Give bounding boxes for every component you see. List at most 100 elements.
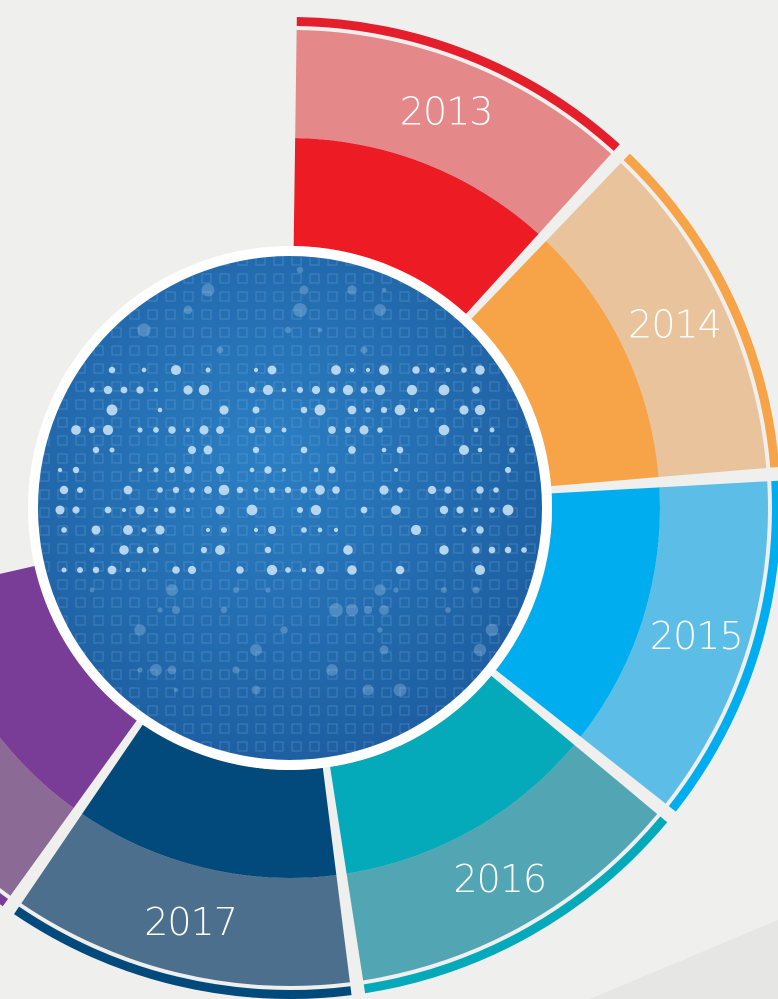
center-dot	[136, 546, 144, 554]
center-dot	[397, 487, 403, 493]
center-dot	[220, 606, 228, 614]
center-dot-pattern	[55, 266, 527, 697]
center-dot	[348, 446, 356, 454]
center-dot	[61, 527, 67, 533]
center-dot	[317, 527, 323, 533]
center-dot	[189, 487, 195, 493]
center-dot	[476, 486, 484, 494]
center-dot	[184, 466, 192, 474]
center-dot	[343, 545, 353, 555]
center-dot	[185, 507, 191, 513]
center-dot	[313, 467, 319, 473]
center-dot	[172, 486, 180, 494]
center-dot	[488, 546, 496, 554]
center-dot	[170, 364, 182, 376]
center-dot	[410, 524, 422, 536]
center-dot	[509, 447, 515, 453]
center-dot	[380, 406, 388, 414]
center-dot	[216, 426, 224, 434]
center-dot	[136, 386, 144, 394]
center-dot	[252, 406, 260, 414]
center-dot	[395, 565, 405, 575]
center-dot	[236, 486, 244, 494]
center-dot	[264, 466, 272, 474]
center-dot	[137, 667, 143, 673]
center-dot	[172, 566, 180, 574]
center-dot	[215, 465, 225, 475]
center-dot	[141, 367, 147, 373]
center-dot	[89, 587, 95, 593]
center-dot	[438, 384, 450, 396]
center-dot	[328, 386, 336, 394]
center-dot	[253, 487, 259, 493]
center-dot	[76, 486, 84, 494]
center-dot	[125, 567, 131, 573]
center-dot	[473, 643, 487, 657]
center-dot	[360, 506, 368, 514]
center-dot	[89, 387, 95, 393]
center-dot	[215, 545, 225, 555]
center-dot	[150, 664, 162, 676]
segment-inner-band	[0, 566, 137, 809]
center-dot	[381, 287, 387, 293]
center-dot	[153, 427, 159, 433]
center-dot	[377, 427, 383, 433]
center-dot	[250, 644, 262, 656]
center-dot	[493, 487, 499, 493]
year-label-2016: 2016	[453, 857, 546, 901]
center-dot	[445, 367, 451, 373]
center-dot	[299, 285, 309, 295]
center-dot	[473, 507, 479, 513]
center-dot	[406, 384, 418, 396]
center-dot	[77, 567, 83, 573]
center-dot	[477, 447, 483, 453]
center-dot	[342, 384, 354, 396]
center-dot	[134, 624, 146, 636]
center-dot	[381, 447, 387, 453]
center-dot	[393, 587, 399, 593]
segment-outer-band	[546, 162, 767, 478]
center-dot	[119, 545, 129, 555]
center-dot	[300, 406, 308, 414]
segment-2018	[0, 566, 137, 907]
center-dot	[345, 603, 359, 617]
center-dot	[461, 527, 467, 533]
center-dot	[251, 685, 261, 695]
center-dot	[445, 607, 451, 613]
center-dot	[429, 367, 435, 373]
center-dot	[246, 504, 258, 516]
center-dot	[123, 485, 133, 495]
year-label-2015: 2015	[650, 614, 743, 658]
center-dot	[300, 446, 308, 454]
center-dot	[205, 367, 211, 373]
segment-inner-band	[330, 675, 575, 874]
center-dot	[329, 603, 343, 617]
center-dot	[489, 427, 495, 433]
center-dot	[458, 444, 470, 456]
center-dot	[266, 564, 278, 576]
center-dot	[427, 485, 437, 495]
center-dot	[203, 445, 213, 455]
center-dot	[183, 385, 193, 395]
segment-2016	[330, 675, 668, 994]
center-dot	[440, 586, 448, 594]
center-dot	[281, 427, 287, 433]
center-dot	[396, 446, 404, 454]
center-dot	[459, 405, 469, 415]
center-dot	[393, 683, 407, 697]
center-dot	[379, 645, 389, 655]
center-dot	[489, 507, 495, 513]
center-dot	[377, 627, 383, 633]
center-dot	[55, 505, 65, 515]
center-dot	[362, 684, 374, 696]
center-dot	[347, 405, 357, 415]
center-dot	[311, 385, 321, 395]
center-dot	[155, 525, 165, 535]
year-label-2013: 2013	[400, 90, 493, 134]
center-dot	[504, 546, 512, 554]
center-dot	[315, 565, 325, 575]
center-dot	[394, 404, 406, 416]
center-dot	[472, 546, 480, 554]
center-dot	[284, 486, 292, 494]
